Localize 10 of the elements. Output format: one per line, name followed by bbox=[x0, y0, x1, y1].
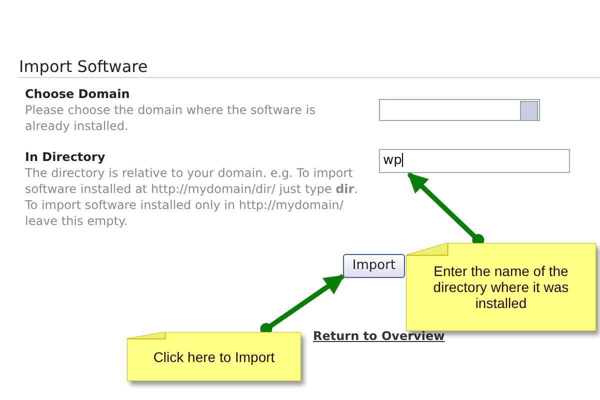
field-description: The directory is relative to your domain. e.g. To import software installed at http://mydomain/dir/ just type dir. To import software installed only in http://mydomain/ leave this empty. bbox=[25, 165, 360, 229]
callout-note: Click here to Import bbox=[127, 332, 301, 381]
text-input: wp bbox=[379, 149, 570, 173]
field-heading: In Directory bbox=[25, 150, 106, 164]
field-heading: Choose Domain bbox=[25, 87, 130, 101]
callout-note: Enter the name of the directory where it was installed bbox=[406, 243, 596, 331]
return-link: Return to Overview bbox=[313, 329, 445, 343]
import-button: Import bbox=[343, 254, 405, 278]
section-heading: Import Software bbox=[19, 57, 148, 76]
field-description: Please choose the domain where the software is already installed. bbox=[25, 102, 316, 134]
